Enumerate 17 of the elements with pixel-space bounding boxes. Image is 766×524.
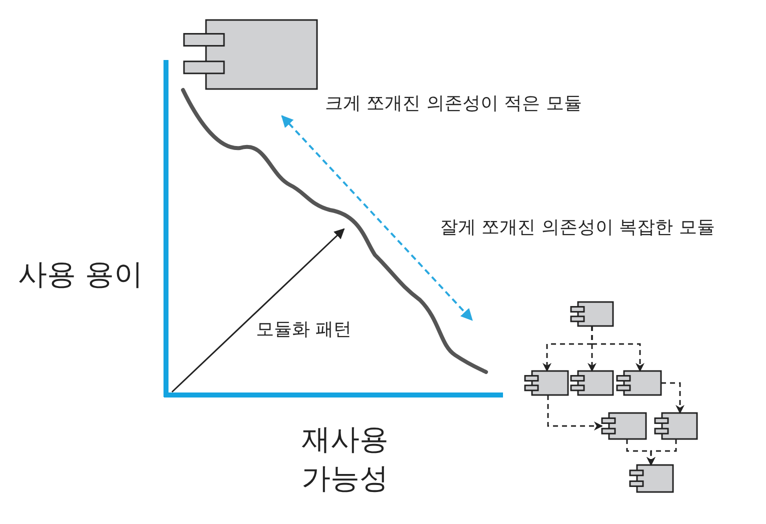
axis-label: 재사용 가능성	[300, 421, 390, 498]
component-icon	[571, 302, 613, 326]
dependency-arrow	[591, 326, 644, 372]
component-icon	[602, 413, 646, 439]
arrow-label: 모듈화 패턴	[256, 318, 353, 342]
component-icon	[655, 413, 697, 439]
component-icon	[571, 371, 613, 395]
dependency-arrow	[547, 395, 603, 430]
component-icon	[617, 371, 661, 395]
dependency-arrow	[661, 382, 684, 414]
annotation-text: 잘게 쪼개진 의존성이 복잡한 모듈	[440, 216, 716, 240]
component-icon	[630, 465, 673, 492]
annotation-text: 크게 쪼개진 의존성이 적은 모듈	[325, 92, 583, 116]
component-icon	[525, 371, 568, 395]
component-icon	[184, 20, 317, 89]
dependency-arrow	[646, 439, 677, 466]
axis-label: 사용 용이	[18, 256, 144, 293]
